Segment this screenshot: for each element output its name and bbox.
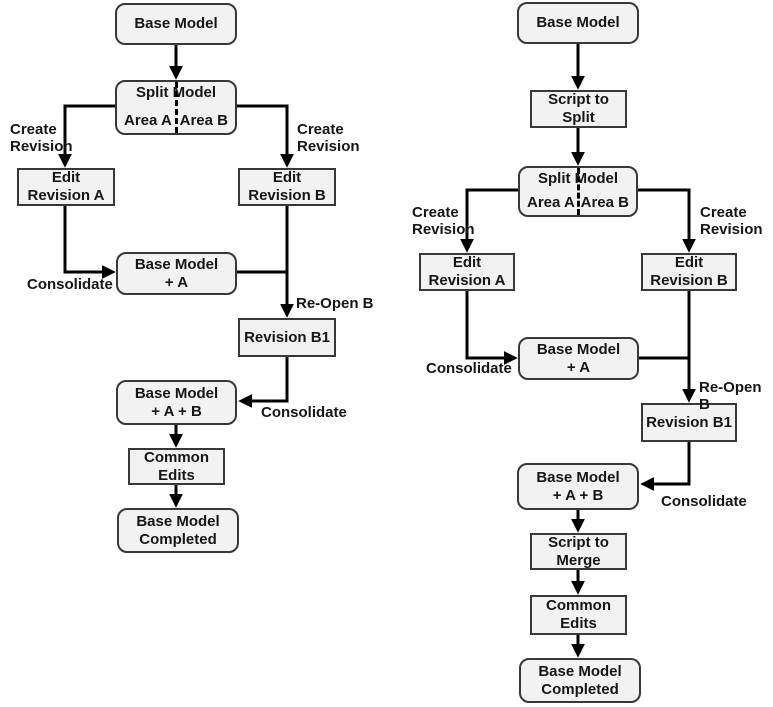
connector-left-splitmodel-editrevisionb <box>237 104 294 168</box>
connector-left-editrevisiona-basemodela <box>63 206 116 279</box>
left-base-model-node: Base Model <box>115 3 237 45</box>
right-re-open-b-label: Re-Open B <box>699 379 762 413</box>
right-split-model-label: Split Model <box>538 170 618 187</box>
right-edit-revision-a-node: Edit Revision A <box>419 253 515 291</box>
right-script-to-split-node: Script to Split <box>530 90 627 128</box>
left-area-b-label: Area B <box>179 112 228 129</box>
right-base-model-label: Base Model <box>536 14 620 31</box>
right-revision-b1-label: Revision B1 <box>646 413 732 431</box>
left-common-edits-node: Common Edits <box>128 448 225 485</box>
left-create-revision-left-label: Create Revision <box>10 121 73 155</box>
left-revision-b1-label: Revision B1 <box>244 328 330 346</box>
connector-right-splitmodel-editrevisionb <box>638 188 696 253</box>
right-consolidate-b-label: Consolidate <box>661 493 747 510</box>
right-base-model-plus-ab-label: Base Model + A + B <box>536 468 620 504</box>
right-consolidate-a-label: Consolidate <box>426 360 512 377</box>
right-base-model-plus-ab-node: Base Model + A + B <box>517 463 639 510</box>
right-script-to-merge-label: Script to Merge <box>548 533 609 569</box>
left-re-open-b-label: Re-Open B <box>296 295 374 312</box>
right-base-model-completed-node: Base Model Completed <box>519 658 641 703</box>
right-create-revision-right-label: Create Revision <box>700 204 763 238</box>
right-area-b-label: Area B <box>580 194 629 211</box>
connector-left-revisionb1-basemodelab <box>238 357 289 408</box>
right-edit-revision-a-label: Edit Revision A <box>428 254 506 289</box>
left-base-model-plus-ab-label: Base Model + A + B <box>134 384 219 420</box>
right-split-model-node: Split Model Area A Area B <box>518 166 638 217</box>
right-area-a-label: Area A <box>527 194 575 211</box>
left-split-model-node: Split Model Area A Area B <box>115 80 237 135</box>
right-common-edits-node: Common Edits <box>530 595 627 635</box>
left-base-model-plus-a-label: Base Model + A <box>134 255 219 291</box>
right-base-model-node: Base Model <box>517 2 639 44</box>
right-base-model-completed-label: Base Model Completed <box>538 662 622 698</box>
right-edit-revision-b-label: Edit Revision B <box>650 254 728 289</box>
right-base-model-plus-a-label: Base Model + A <box>536 340 621 376</box>
connector-left-splitmodel-editrevisiona <box>58 104 115 168</box>
right-edit-revision-b-node: Edit Revision B <box>641 253 737 291</box>
left-consolidate-b-label: Consolidate <box>261 404 347 421</box>
right-revision-b1-node: Revision B1 <box>641 403 737 442</box>
left-split-divider-dashed-line <box>175 82 178 133</box>
right-create-revision-left-label: Create Revision <box>412 204 475 238</box>
right-script-to-merge-node: Script to Merge <box>530 533 627 570</box>
right-split-divider-dashed-line <box>577 168 580 215</box>
left-common-edits-label: Common Edits <box>144 448 209 484</box>
left-base-model-plus-ab-node: Base Model + A + B <box>116 380 237 425</box>
right-common-edits-label: Common Edits <box>546 597 611 632</box>
left-edit-revision-a-node: Edit Revision A <box>17 168 115 206</box>
left-edit-revision-a-label: Edit Revision A <box>27 169 105 204</box>
left-edit-revision-b-label: Edit Revision B <box>248 169 326 204</box>
connector-right-revisionb1-basemodelab <box>640 442 691 491</box>
left-area-a-label: Area A <box>124 112 172 129</box>
left-revision-b1-node: Revision B1 <box>238 318 336 357</box>
right-base-model-plus-a-node: Base Model + A <box>518 337 639 380</box>
left-base-model-completed-label: Base Model Completed <box>136 512 220 548</box>
left-base-model-plus-a-node: Base Model + A <box>116 252 237 295</box>
left-create-revision-right-label: Create Revision <box>297 121 360 155</box>
left-split-model-label: Split Model <box>136 84 216 101</box>
left-base-model-completed-node: Base Model Completed <box>117 508 239 553</box>
left-consolidate-a-label: Consolidate <box>27 276 113 293</box>
connector-right-splitmodel-editrevisiona <box>460 188 518 253</box>
right-script-to-split-label: Script to Split <box>548 91 609 126</box>
left-base-model-label: Base Model <box>134 15 218 32</box>
left-edit-revision-b-node: Edit Revision B <box>238 168 336 206</box>
connector-right-editrevisiona-basemodela <box>465 291 518 365</box>
